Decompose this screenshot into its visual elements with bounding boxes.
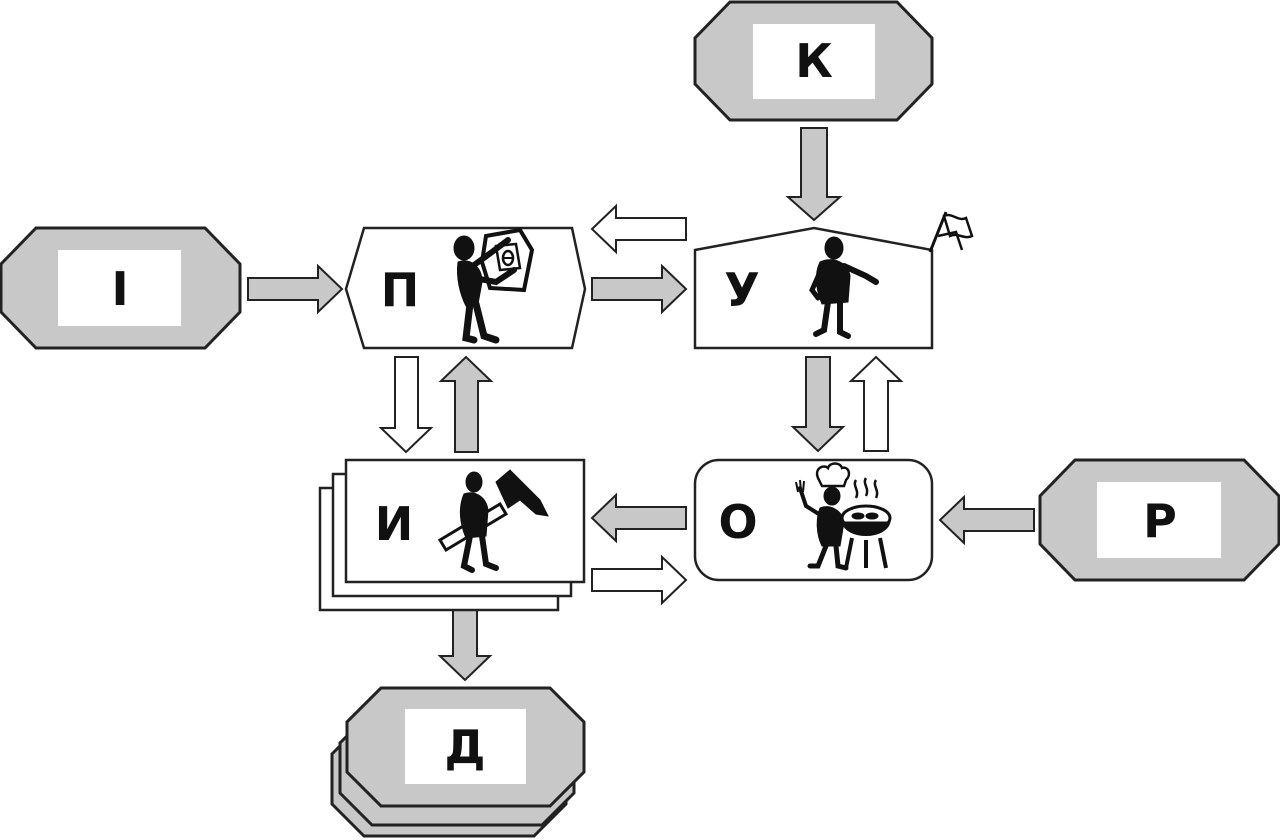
node-u-label: У (724, 263, 759, 317)
arrow-i-to-p (247, 263, 344, 315)
arrow-r-to-o (938, 494, 1035, 546)
node-o-label: О (718, 495, 757, 549)
flag-icon (928, 211, 974, 253)
node-d: Д (330, 686, 586, 838)
arrow-and-to-p (438, 355, 494, 453)
arrow-k-to-u (785, 127, 843, 222)
arrow-u-to-o (790, 356, 846, 453)
arrow-p-to-u (591, 263, 688, 315)
node-r: Р (1038, 458, 1280, 582)
node-and-label: И (375, 497, 414, 551)
node-p-label: П (381, 263, 420, 317)
node-u: У (693, 211, 974, 350)
person-with-hammer-icon (437, 469, 549, 573)
node-p: П (344, 226, 587, 350)
arrow-u-to-p (590, 203, 687, 255)
arrow-o-to-and (590, 492, 687, 544)
node-k-label: К (795, 34, 833, 88)
node-d-label: Д (445, 720, 486, 774)
arrow-p-to-and (378, 356, 434, 454)
node-r-label: Р (1143, 494, 1177, 548)
arrow-o-to-u (848, 355, 904, 452)
node-i: І (0, 226, 242, 350)
node-k: К (693, 0, 934, 122)
node-o: О (693, 458, 934, 582)
person-grilling-icon (795, 462, 892, 571)
person-holding-sign-icon (453, 227, 535, 344)
node-i-label: І (111, 262, 128, 316)
arrow-and-to-o (591, 554, 688, 606)
person-pointing-icon (809, 236, 879, 339)
node-and: И (318, 458, 586, 612)
